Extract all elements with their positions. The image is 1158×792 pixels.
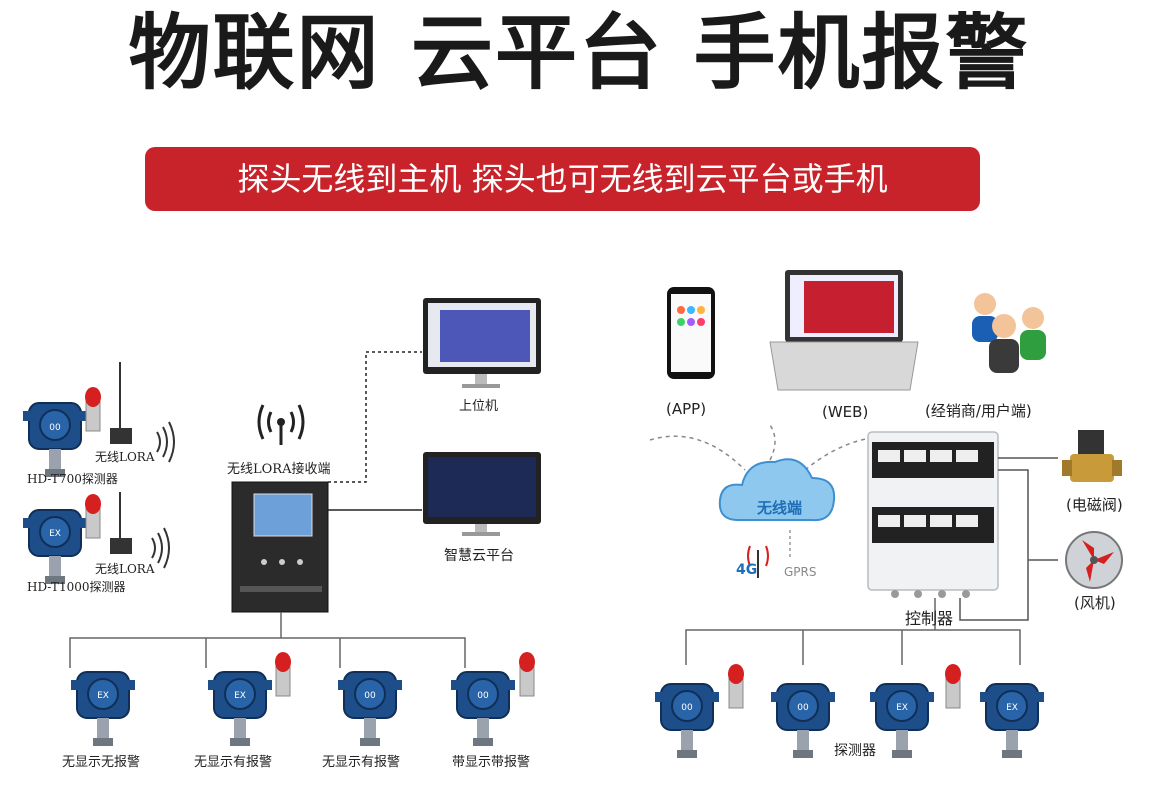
bottom-label-1: 无显示无报警 bbox=[62, 755, 141, 770]
fan-label: (风机) bbox=[1074, 594, 1116, 612]
wireless-cloud-icon bbox=[718, 458, 836, 522]
detector-bottom-3: 00 bbox=[337, 671, 403, 747]
net-gprs-label: GPRS bbox=[784, 565, 817, 579]
fan-icon bbox=[1065, 531, 1123, 589]
laptop-web bbox=[769, 270, 919, 391]
alarm-siren-right-1 bbox=[727, 663, 745, 709]
app-label: (APP) bbox=[666, 400, 707, 418]
phone-app bbox=[667, 287, 715, 379]
svg-text:00: 00 bbox=[364, 691, 376, 701]
detector-t700-label: HD-T700探测器 bbox=[27, 472, 118, 486]
lora-module-1 bbox=[110, 362, 132, 444]
detector-right-4: EX bbox=[979, 683, 1045, 759]
receiver-label: 无线LORA接收端 bbox=[227, 462, 331, 477]
lora-tag-1: 无线LORA bbox=[95, 450, 155, 464]
detector-right-3: EX bbox=[869, 683, 935, 759]
bottom-label-2: 无显示有报警 bbox=[194, 755, 273, 770]
svg-text:EX: EX bbox=[97, 691, 109, 701]
detector-t1000: EX bbox=[22, 509, 88, 585]
alarm-siren-bottom-2 bbox=[274, 651, 292, 697]
cloud-platform-monitor bbox=[423, 452, 541, 536]
svg-text:EX: EX bbox=[49, 529, 61, 539]
svg-text:00: 00 bbox=[49, 423, 61, 433]
detector-t700: 00 bbox=[22, 402, 88, 478]
web-label: (WEB) bbox=[822, 403, 869, 421]
detector-right-2: 00 bbox=[770, 683, 836, 759]
svg-text:00: 00 bbox=[797, 703, 809, 713]
controller-box bbox=[867, 431, 999, 598]
bottom-label-3: 无显示有报警 bbox=[322, 755, 401, 770]
alarm-siren-right-3 bbox=[944, 663, 962, 709]
page-title: 物联网 云平台 手机报警 bbox=[128, 6, 1030, 101]
svg-text:EX: EX bbox=[896, 703, 908, 713]
alarm-siren-t1000 bbox=[84, 493, 102, 539]
signal-tower-icon bbox=[747, 530, 791, 578]
antenna-signal-icon bbox=[257, 404, 305, 445]
users-group-icon bbox=[972, 293, 1046, 373]
detector-bottom-1: EX bbox=[70, 671, 136, 747]
cloud-platform-label: 智慧云平台 bbox=[444, 548, 514, 564]
detectors-label: 探测器 bbox=[834, 743, 876, 759]
detector-right-1: 00 bbox=[654, 683, 720, 759]
svg-text:EX: EX bbox=[234, 691, 246, 701]
lora-module-2 bbox=[110, 492, 132, 554]
solenoid-valve-icon bbox=[1062, 430, 1122, 482]
bottom-label-4: 带显示带报警 bbox=[452, 755, 531, 770]
net-4g-label: 4G bbox=[736, 562, 758, 578]
alarm-siren-bottom-4 bbox=[518, 651, 536, 697]
detector-bottom-4: 00 bbox=[450, 671, 516, 747]
lora-tag-2: 无线LORA bbox=[95, 562, 155, 576]
host-pc-monitor bbox=[423, 298, 541, 388]
wireless-waves-icon bbox=[156, 421, 175, 463]
users-label: (经销商/用户端) bbox=[925, 402, 1032, 420]
svg-text:00: 00 bbox=[681, 703, 693, 713]
detector-t1000-label: HD-T1000探测器 bbox=[27, 580, 126, 594]
svg-text:EX: EX bbox=[1006, 703, 1018, 713]
lora-receiver-host bbox=[231, 481, 329, 613]
valve-label: (电磁阀) bbox=[1066, 496, 1123, 514]
host-pc-label: 上位机 bbox=[459, 399, 499, 414]
controller-label: 控制器 bbox=[905, 609, 954, 628]
svg-text:00: 00 bbox=[477, 691, 489, 701]
cloud-label: 无线端 bbox=[757, 499, 803, 517]
subtitle-banner: 探头无线到主机 探头也可无线到云平台或手机 bbox=[145, 147, 980, 211]
detector-bottom-2: EX bbox=[207, 671, 273, 747]
alarm-siren-t700 bbox=[84, 386, 102, 432]
